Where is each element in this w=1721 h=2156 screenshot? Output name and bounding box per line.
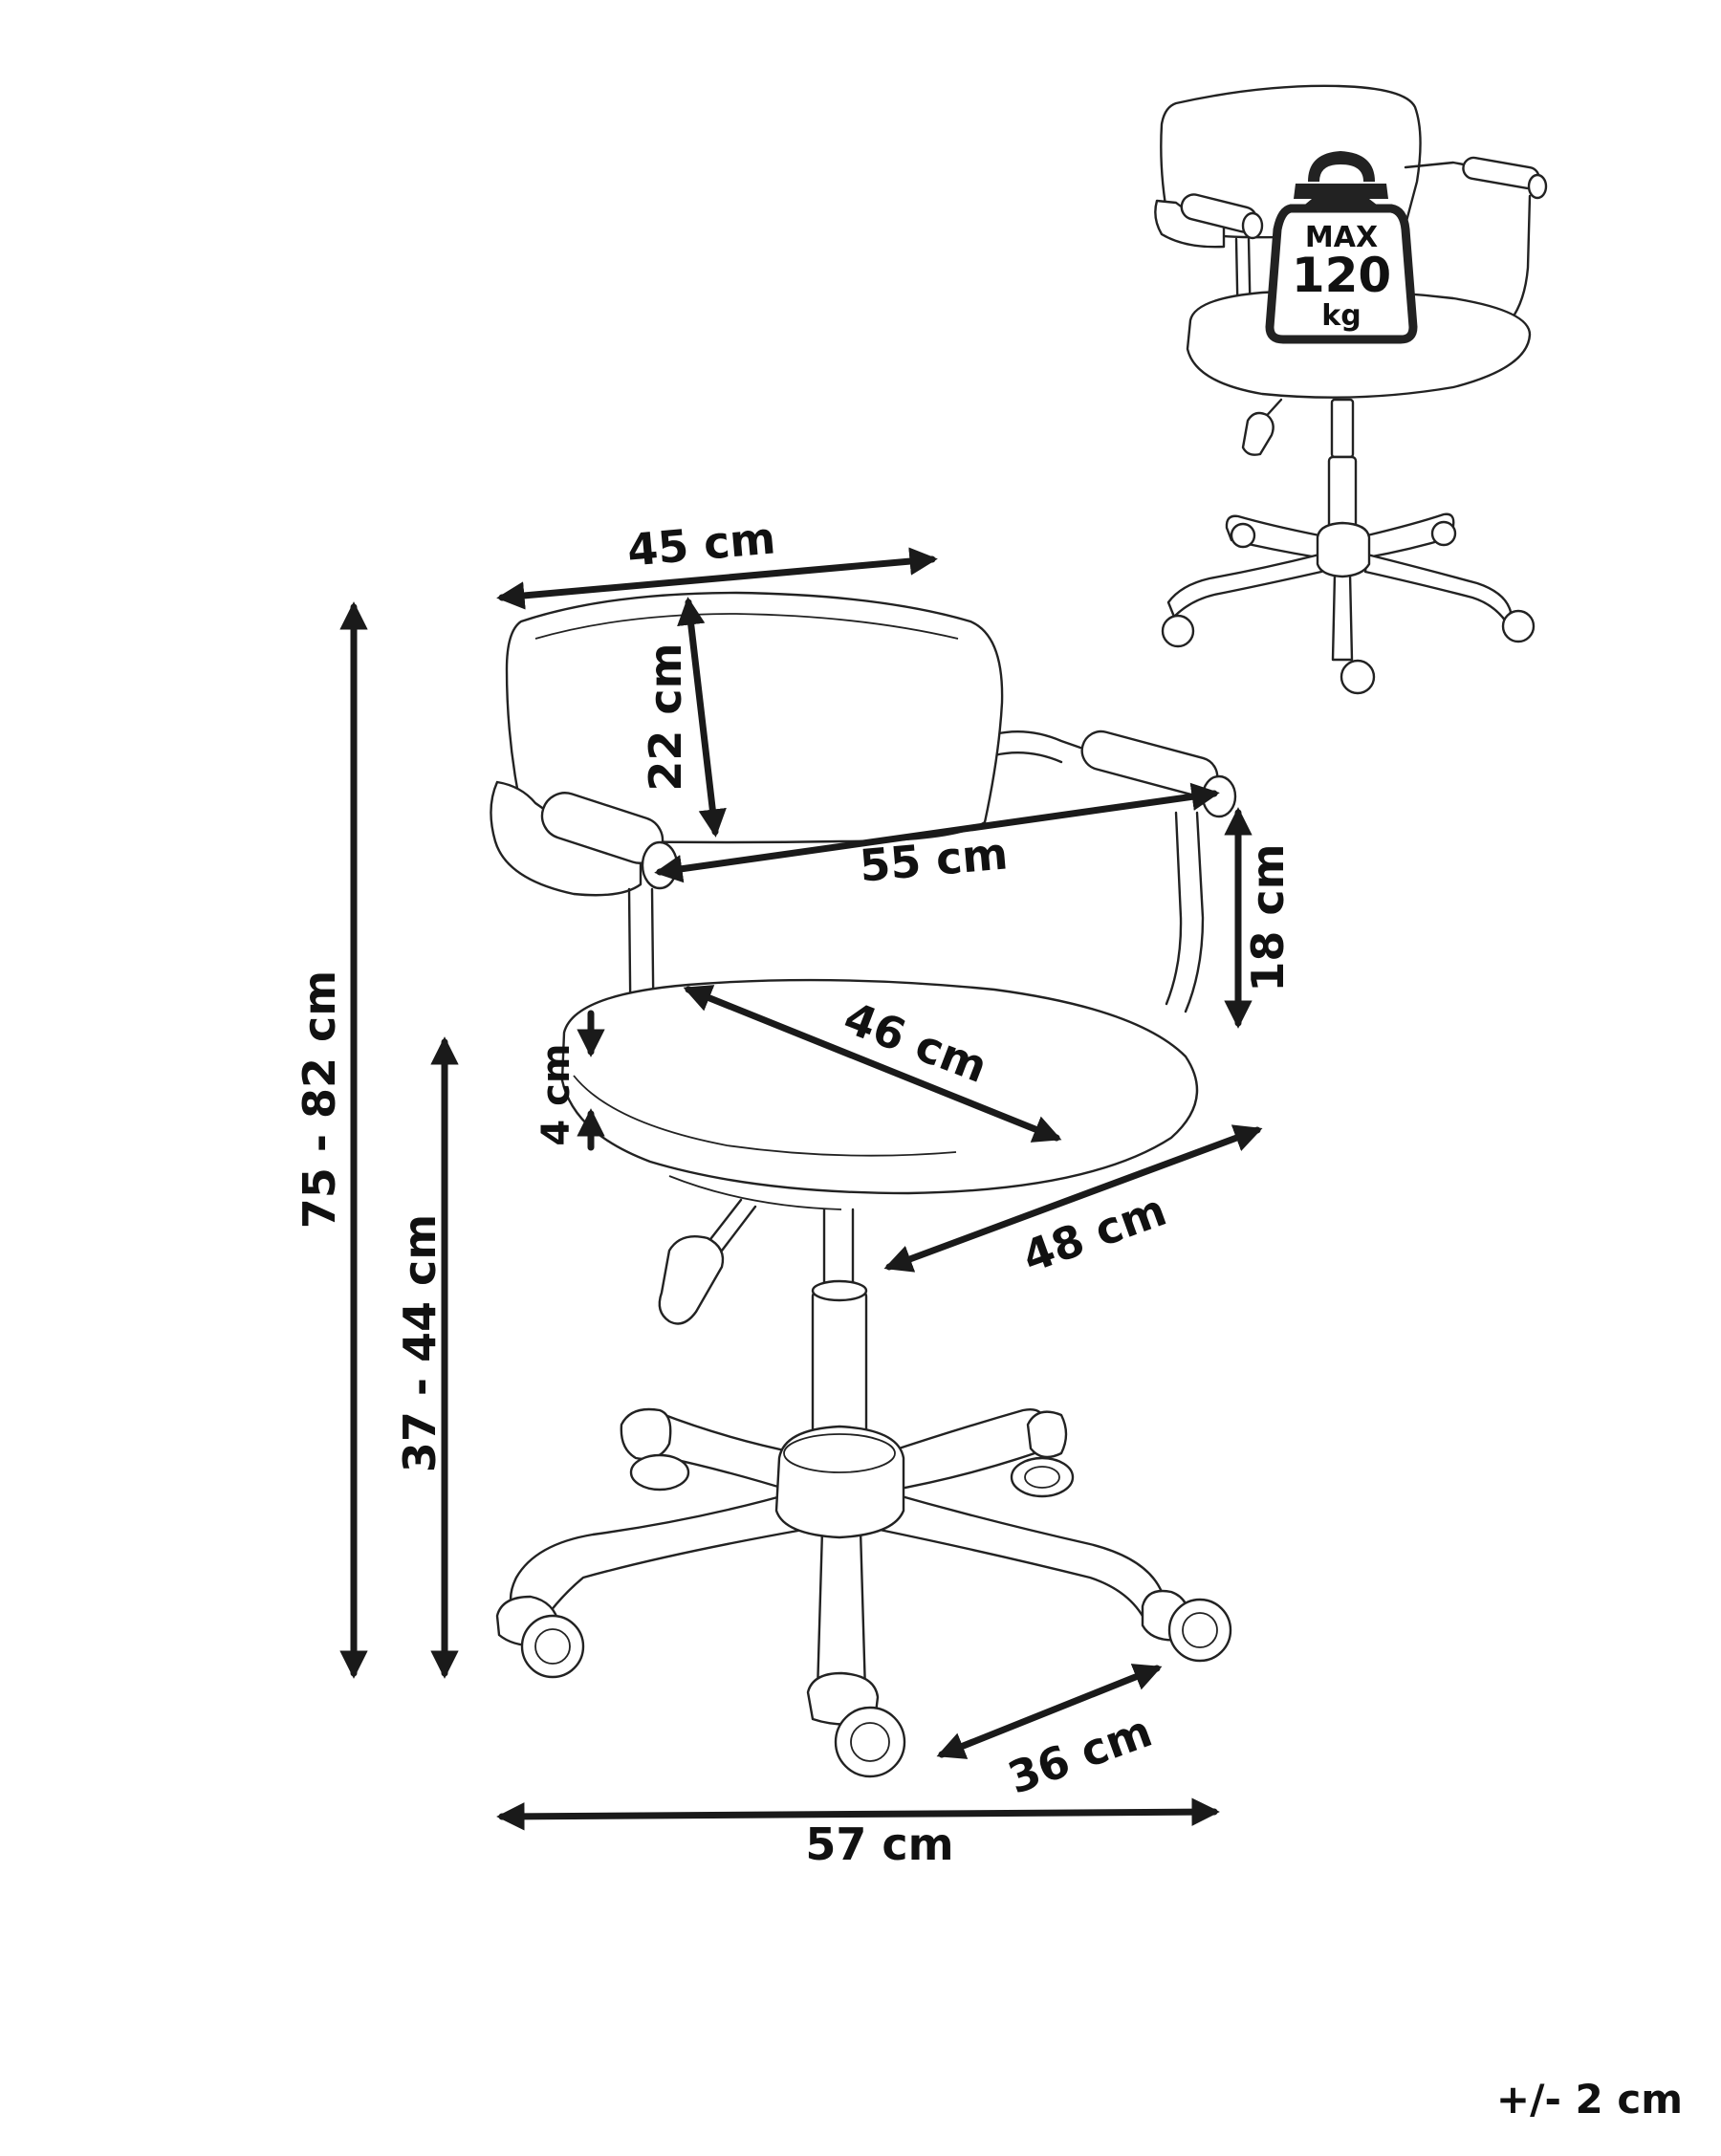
tolerance-note: +/- 2 cm	[1496, 2076, 1683, 2123]
max-load-weight-icon: MAX 120 kg	[1265, 151, 1418, 344]
small-chair-illustration	[1154, 84, 1548, 695]
backrest-height-label: 22 cm	[640, 642, 691, 791]
main-chair-illustration	[490, 591, 1237, 1778]
caster-front-right	[1141, 1589, 1232, 1663]
backrest-width-label: 45 cm	[625, 512, 777, 576]
seat-height-label: 37 - 44 cm	[394, 1214, 446, 1472]
armrest-height-label: 18 cm	[1242, 843, 1294, 991]
armrest-span-label: 55 cm	[858, 827, 1010, 891]
max-load-label: MAX	[1305, 221, 1378, 254]
max-load-unit: kg	[1321, 299, 1361, 333]
caster-front-center	[806, 1671, 906, 1778]
caster-front-left	[495, 1595, 585, 1679]
caster-back-left	[620, 1407, 690, 1492]
seat-thickness-label: 4 cm	[534, 1043, 578, 1145]
caster-back-right	[1010, 1410, 1075, 1498]
max-load-value: 120	[1292, 248, 1391, 303]
total-height-label: 75 - 82 cm	[294, 970, 345, 1229]
seat-width-label: 48 cm	[1015, 1184, 1172, 1283]
dimension-lines	[339, 547, 1263, 1831]
base-width-label: 57 cm	[805, 1818, 953, 1870]
